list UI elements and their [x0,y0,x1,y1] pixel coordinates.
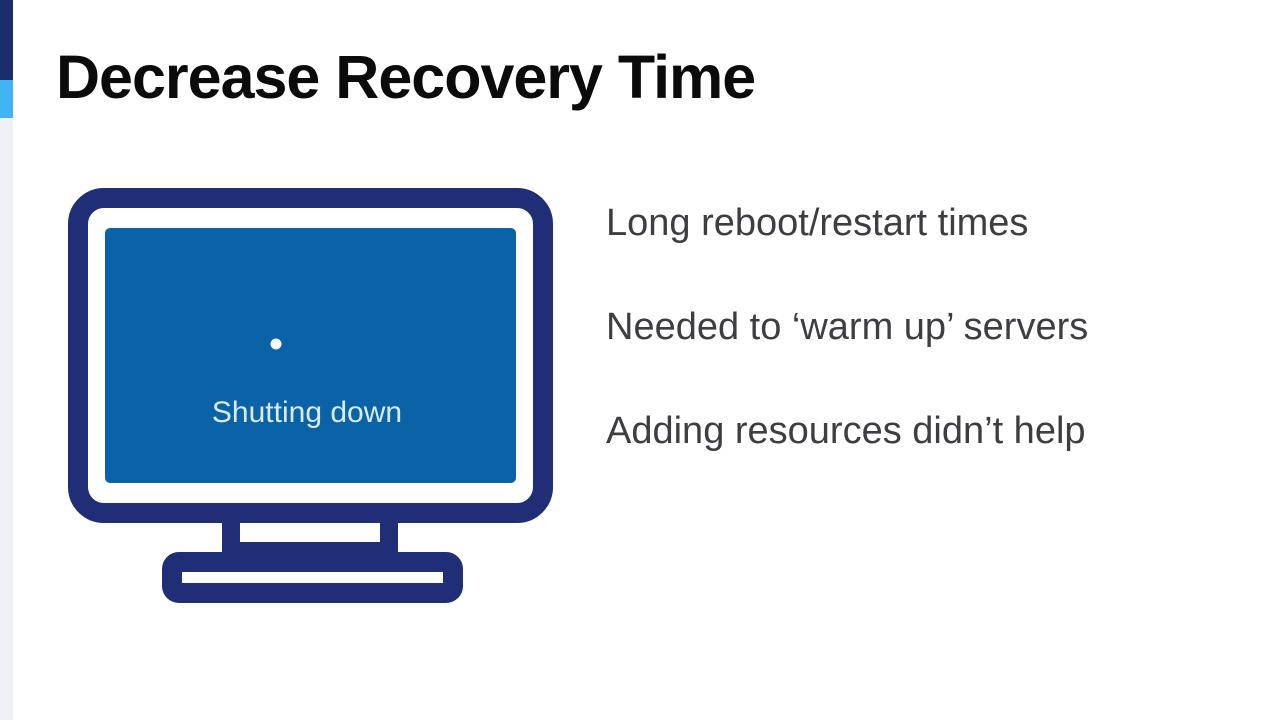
screen-status-text: Shutting down [212,396,402,429]
spinner-dot-icon [270,338,282,350]
accent-bar-blue [0,80,13,118]
monitor-base [162,552,463,603]
bullet-list: Long reboot/restart times Needed to ‘war… [606,202,1246,514]
bullet-item: Long reboot/restart times [606,202,1029,244]
bullet-item: Needed to ‘warm up’ servers [606,306,1089,348]
monitor-illustration: Shutting down [60,182,560,612]
accent-bar-navy [0,0,13,80]
accent-bar-gray [0,118,13,720]
bullet-item: Adding resources didn’t help [606,410,1086,452]
slide-title: Decrease Recovery Time [56,43,756,111]
monitor-screen [105,228,516,483]
monitor-shutting-down-icon: Shutting down [68,188,553,603]
